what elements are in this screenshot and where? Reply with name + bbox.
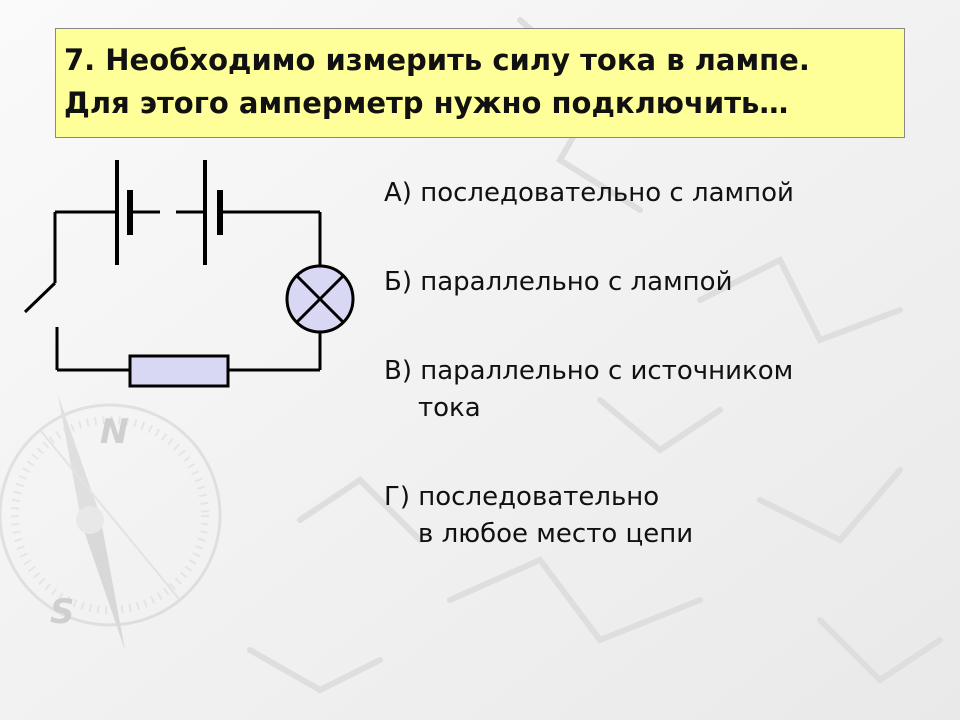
answer-c-text: В) параллельно с источником [384,356,794,386]
answer-d-text-cont: в любое место цепи [418,519,694,549]
question-line-1: 7. Необходимо измерить силу тока в лампе… [64,43,810,77]
answer-d[interactable]: Г) последовательно в любое место цепи [384,479,924,553]
answer-a[interactable]: А) последовательно с лампой [384,175,924,212]
compass-icon [0,395,222,650]
answer-c-text-cont: тока [418,393,481,423]
answer-d-text: Г) последовательно [384,482,660,512]
answer-list: А) последовательно с лампой Б) параллель… [384,175,924,553]
compass-south-label: S [50,592,75,632]
circuit-diagram [23,160,355,388]
question-line-2: Для этого амперметр нужно подключить… [64,86,789,120]
battery-icon [115,160,223,265]
answer-a-text: А) последовательно с лампой [384,178,794,208]
question-box: 7. Необходимо измерить силу тока в лампе… [55,28,905,138]
resistor-icon [128,354,230,388]
answer-c[interactable]: В) параллельно с источником тока [384,353,924,427]
answer-b-text: Б) параллельно с лампой [384,267,733,297]
lamp-icon [285,264,355,334]
answer-b[interactable]: Б) параллельно с лампой [384,264,924,301]
compass-north-label: N [100,412,129,452]
switch-icon [23,281,57,314]
